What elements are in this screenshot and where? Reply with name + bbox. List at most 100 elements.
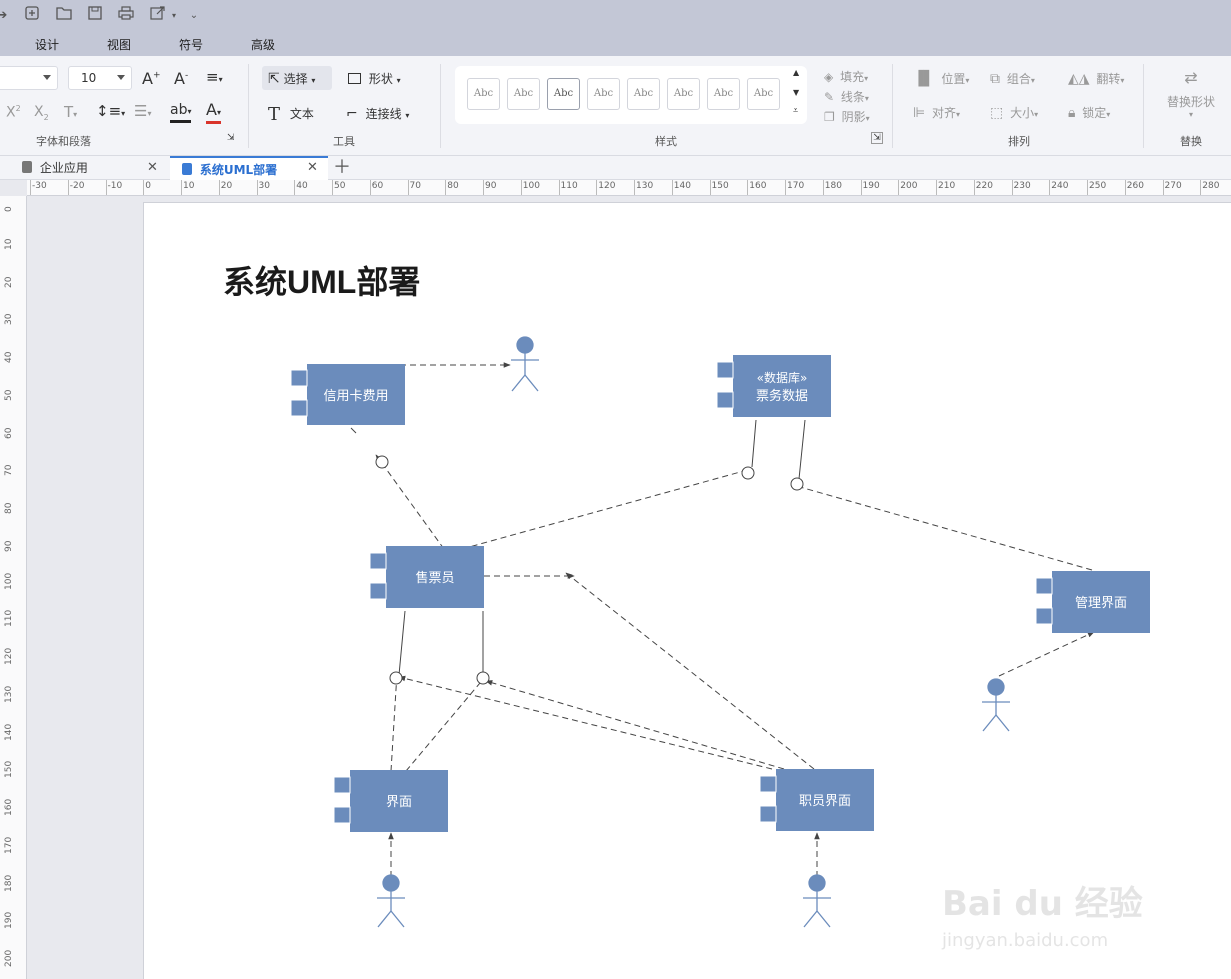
style-swatch[interactable]: Abc: [627, 78, 660, 110]
component-admin-ui[interactable]: 管理界面: [1035, 571, 1150, 633]
size-button[interactable]: ⬚ 大小▾: [990, 105, 1039, 121]
font-family-select[interactable]: [0, 66, 58, 90]
group-label-font: 字体和段落: [36, 135, 91, 148]
ruler-tick: [973, 180, 975, 195]
style-swatch[interactable]: Abc: [707, 78, 740, 110]
diagram-title[interactable]: 系统UML部署: [223, 264, 420, 300]
back-arrow-icon[interactable]: ➔: [0, 8, 8, 23]
paint-bucket-icon: ◈: [824, 70, 834, 84]
line-button[interactable]: ✎ 线条▾: [824, 90, 869, 104]
connector-line[interactable]: [398, 610, 406, 676]
new-file-icon[interactable]: [22, 6, 42, 26]
actor-credit[interactable]: [511, 336, 539, 392]
baidu-watermark: Bai du 经验 jingyan.baidu.com: [941, 884, 1143, 951]
export-icon[interactable]: [148, 6, 168, 26]
style-swatch[interactable]: Abc: [587, 78, 620, 110]
flip-button[interactable]: ◭◮ 翻转▾: [1068, 71, 1125, 87]
customize-chevron-icon[interactable]: ⌄: [189, 10, 199, 21]
align-button[interactable]: ⊫ 对齐▾: [913, 105, 961, 121]
lock-button[interactable]: 🔒︎ 锁定▾: [1068, 105, 1111, 121]
increase-font-icon[interactable]: A+: [142, 69, 161, 88]
superscript-icon[interactable]: X2: [6, 104, 21, 121]
ruler-tick: [218, 180, 220, 195]
actor-ui[interactable]: [377, 874, 405, 928]
text-tool-button[interactable]: T 文本: [268, 104, 314, 125]
print-icon[interactable]: [116, 6, 136, 26]
uml-deployment-diagram: 系统UML部署: [223, 264, 1150, 951]
dependency-arrow[interactable]: [792, 484, 1093, 571]
dependency-arrow[interactable]: [405, 676, 486, 772]
ruler-tick: [445, 180, 447, 195]
font-color-icon[interactable]: A▾: [206, 101, 221, 124]
interface-circle[interactable]: [741, 466, 755, 480]
interface-circle[interactable]: [389, 671, 403, 685]
component-credit-card[interactable]: 信用卡费用: [290, 364, 405, 425]
actor-admin[interactable]: [982, 678, 1010, 732]
font-dialog-launcher-icon[interactable]: ⇲: [227, 133, 235, 143]
style-dialog-launcher-icon[interactable]: ⇲: [871, 132, 883, 144]
align-icon: ⊫: [913, 105, 926, 121]
gallery-scroll-up-icon[interactable]: ▲: [793, 68, 800, 77]
interface-circle[interactable]: [790, 477, 804, 491]
dependency-arrow[interactable]: [398, 675, 773, 770]
shadow-button[interactable]: ❐ 阴影▾: [824, 110, 870, 124]
dependency-arrow[interactable]: [998, 631, 1095, 677]
menu-symbol[interactable]: 符号: [179, 38, 204, 52]
highlight-icon[interactable]: ab▾: [170, 102, 192, 123]
list-icon[interactable]: ☰▾: [134, 102, 152, 120]
connector-tool-button[interactable]: ⌐ 连接线 ▾: [346, 106, 410, 122]
decrease-font-icon[interactable]: A-: [174, 69, 189, 88]
ruler-tick-label: 150: [4, 761, 14, 779]
ruler-tick-label: 0: [145, 181, 151, 191]
select-tool-button[interactable]: ⇱ 选择 ▾: [262, 66, 332, 90]
font-size-select[interactable]: 10: [68, 66, 132, 90]
component-clerk[interactable]: 售票员: [369, 546, 484, 608]
drawing-canvas[interactable]: 系统UML部署: [27, 196, 1231, 979]
style-swatch[interactable]: Abc: [547, 78, 580, 110]
gallery-scroll-down-icon[interactable]: ▼: [793, 88, 800, 97]
style-swatch[interactable]: Abc: [507, 78, 540, 110]
position-button[interactable]: ▐▌ 位置▾: [913, 71, 970, 87]
interface-circle[interactable]: [375, 455, 389, 469]
connector-line[interactable]: [798, 419, 806, 480]
component-ui[interactable]: 界面: [333, 770, 448, 832]
dependency-arrow[interactable]: [390, 672, 400, 772]
component-staff-ui[interactable]: 职员界面: [759, 769, 874, 831]
menu-design[interactable]: 设计: [35, 38, 60, 52]
style-swatch[interactable]: Abc: [667, 78, 700, 110]
ruler-tick-label: 0: [4, 206, 14, 212]
export-dropdown-icon[interactable]: ▾: [171, 11, 176, 20]
component-database[interactable]: «数据库» 票务数据: [716, 355, 831, 417]
style-swatch[interactable]: Abc: [467, 78, 500, 110]
dependency-arrow[interactable]: [485, 680, 785, 770]
menu-advanced[interactable]: 高级: [251, 38, 276, 52]
ruler-tick-label: 130: [636, 181, 654, 191]
style-swatch[interactable]: Abc: [747, 78, 780, 110]
interface-circle[interactable]: [476, 671, 490, 685]
tab-system-uml[interactable]: 系统UML部署: [170, 156, 328, 180]
actor-staff[interactable]: [803, 874, 831, 928]
dependency-arrow[interactable]: [461, 467, 752, 550]
fill-button[interactable]: ◈ 填充▾: [824, 70, 869, 84]
line-spacing-icon[interactable]: ↕≡▾: [96, 102, 126, 120]
open-folder-icon[interactable]: [54, 6, 74, 26]
tab-enterprise-app[interactable]: 企业应用: [22, 156, 162, 180]
dependency-arrow[interactable]: [565, 572, 815, 770]
gallery-expand-icon[interactable]: ⩡: [793, 106, 799, 116]
interface-sockets: [375, 455, 804, 685]
connector-line[interactable]: [350, 427, 357, 434]
dependency-arrow[interactable]: [375, 454, 445, 550]
replace-shape-button[interactable]: ⇄ 替换形状 ▾: [1166, 68, 1215, 119]
close-icon[interactable]: ✕: [147, 160, 158, 175]
align-left-icon[interactable]: ≡▾: [206, 68, 223, 86]
group-button[interactable]: ⧉ 组合▾: [990, 71, 1035, 87]
shape-tool-button[interactable]: 形状 ▾: [348, 70, 401, 87]
new-tab-plus-icon[interactable]: ＋: [333, 157, 351, 178]
menu-view[interactable]: 视图: [107, 38, 132, 52]
close-icon[interactable]: ✕: [307, 160, 318, 175]
diagram-page[interactable]: 系统UML部署: [143, 202, 1231, 979]
connector-line[interactable]: [751, 419, 757, 468]
text-format-icon[interactable]: T▾: [64, 103, 78, 121]
subscript-icon[interactable]: X2: [34, 104, 49, 122]
save-icon[interactable]: [85, 6, 105, 26]
